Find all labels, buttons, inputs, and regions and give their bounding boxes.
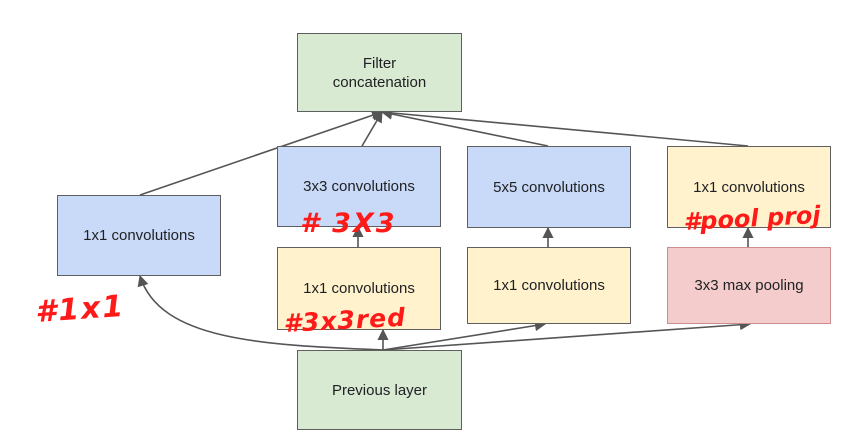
arrow-prev-to-maxpool (382, 319, 752, 351)
conv-1x1-pool-proj-node: 1x1 convolutions (667, 146, 831, 228)
arrow-prev-to-5x5reduce (382, 320, 547, 351)
conv-1x1-5x5-reduce-label: 1x1 convolutions (493, 277, 605, 294)
filter-concatenation-line2: concatenation (332, 73, 427, 91)
previous-layer-node: Previous layer (297, 350, 462, 430)
arrow-prev-to-1x1 (137, 274, 384, 351)
conv-1x1-3x3-reduce-label: 1x1 convolutions (303, 280, 415, 297)
arrow-1x1-to-concat (139, 109, 384, 196)
conv-5x5-label: 5x5 convolutions (493, 178, 605, 196)
filter-concatenation-node: Filter concatenation (297, 33, 462, 112)
conv-3x3-node: 3x3 convolutions (277, 146, 441, 227)
max-pooling-label: 3x3 max pooling (694, 277, 804, 294)
arrow-5x5-to-concat (380, 108, 549, 147)
arrow-3x3-to-concat (361, 111, 383, 147)
previous-layer-label: Previous layer (331, 381, 428, 399)
conv-1x1-node: 1x1 convolutions (57, 195, 221, 276)
filter-concatenation-line1: Filter (362, 54, 397, 72)
conv-1x1-label: 1x1 convolutions (83, 227, 195, 244)
conv-5x5-node: 5x5 convolutions (467, 146, 631, 228)
conv-1x1-5x5-reduce-node: 1x1 convolutions (467, 247, 631, 324)
conv-1x1-pool-proj-label: 1x1 convolutions (693, 178, 805, 196)
conv-3x3-label: 3x3 convolutions (303, 178, 415, 195)
conv-1x1-3x3-reduce-node: 1x1 convolutions (277, 247, 441, 330)
max-pooling-node: 3x3 max pooling (667, 247, 831, 324)
arrow-poolproj-to-concat (380, 107, 749, 147)
